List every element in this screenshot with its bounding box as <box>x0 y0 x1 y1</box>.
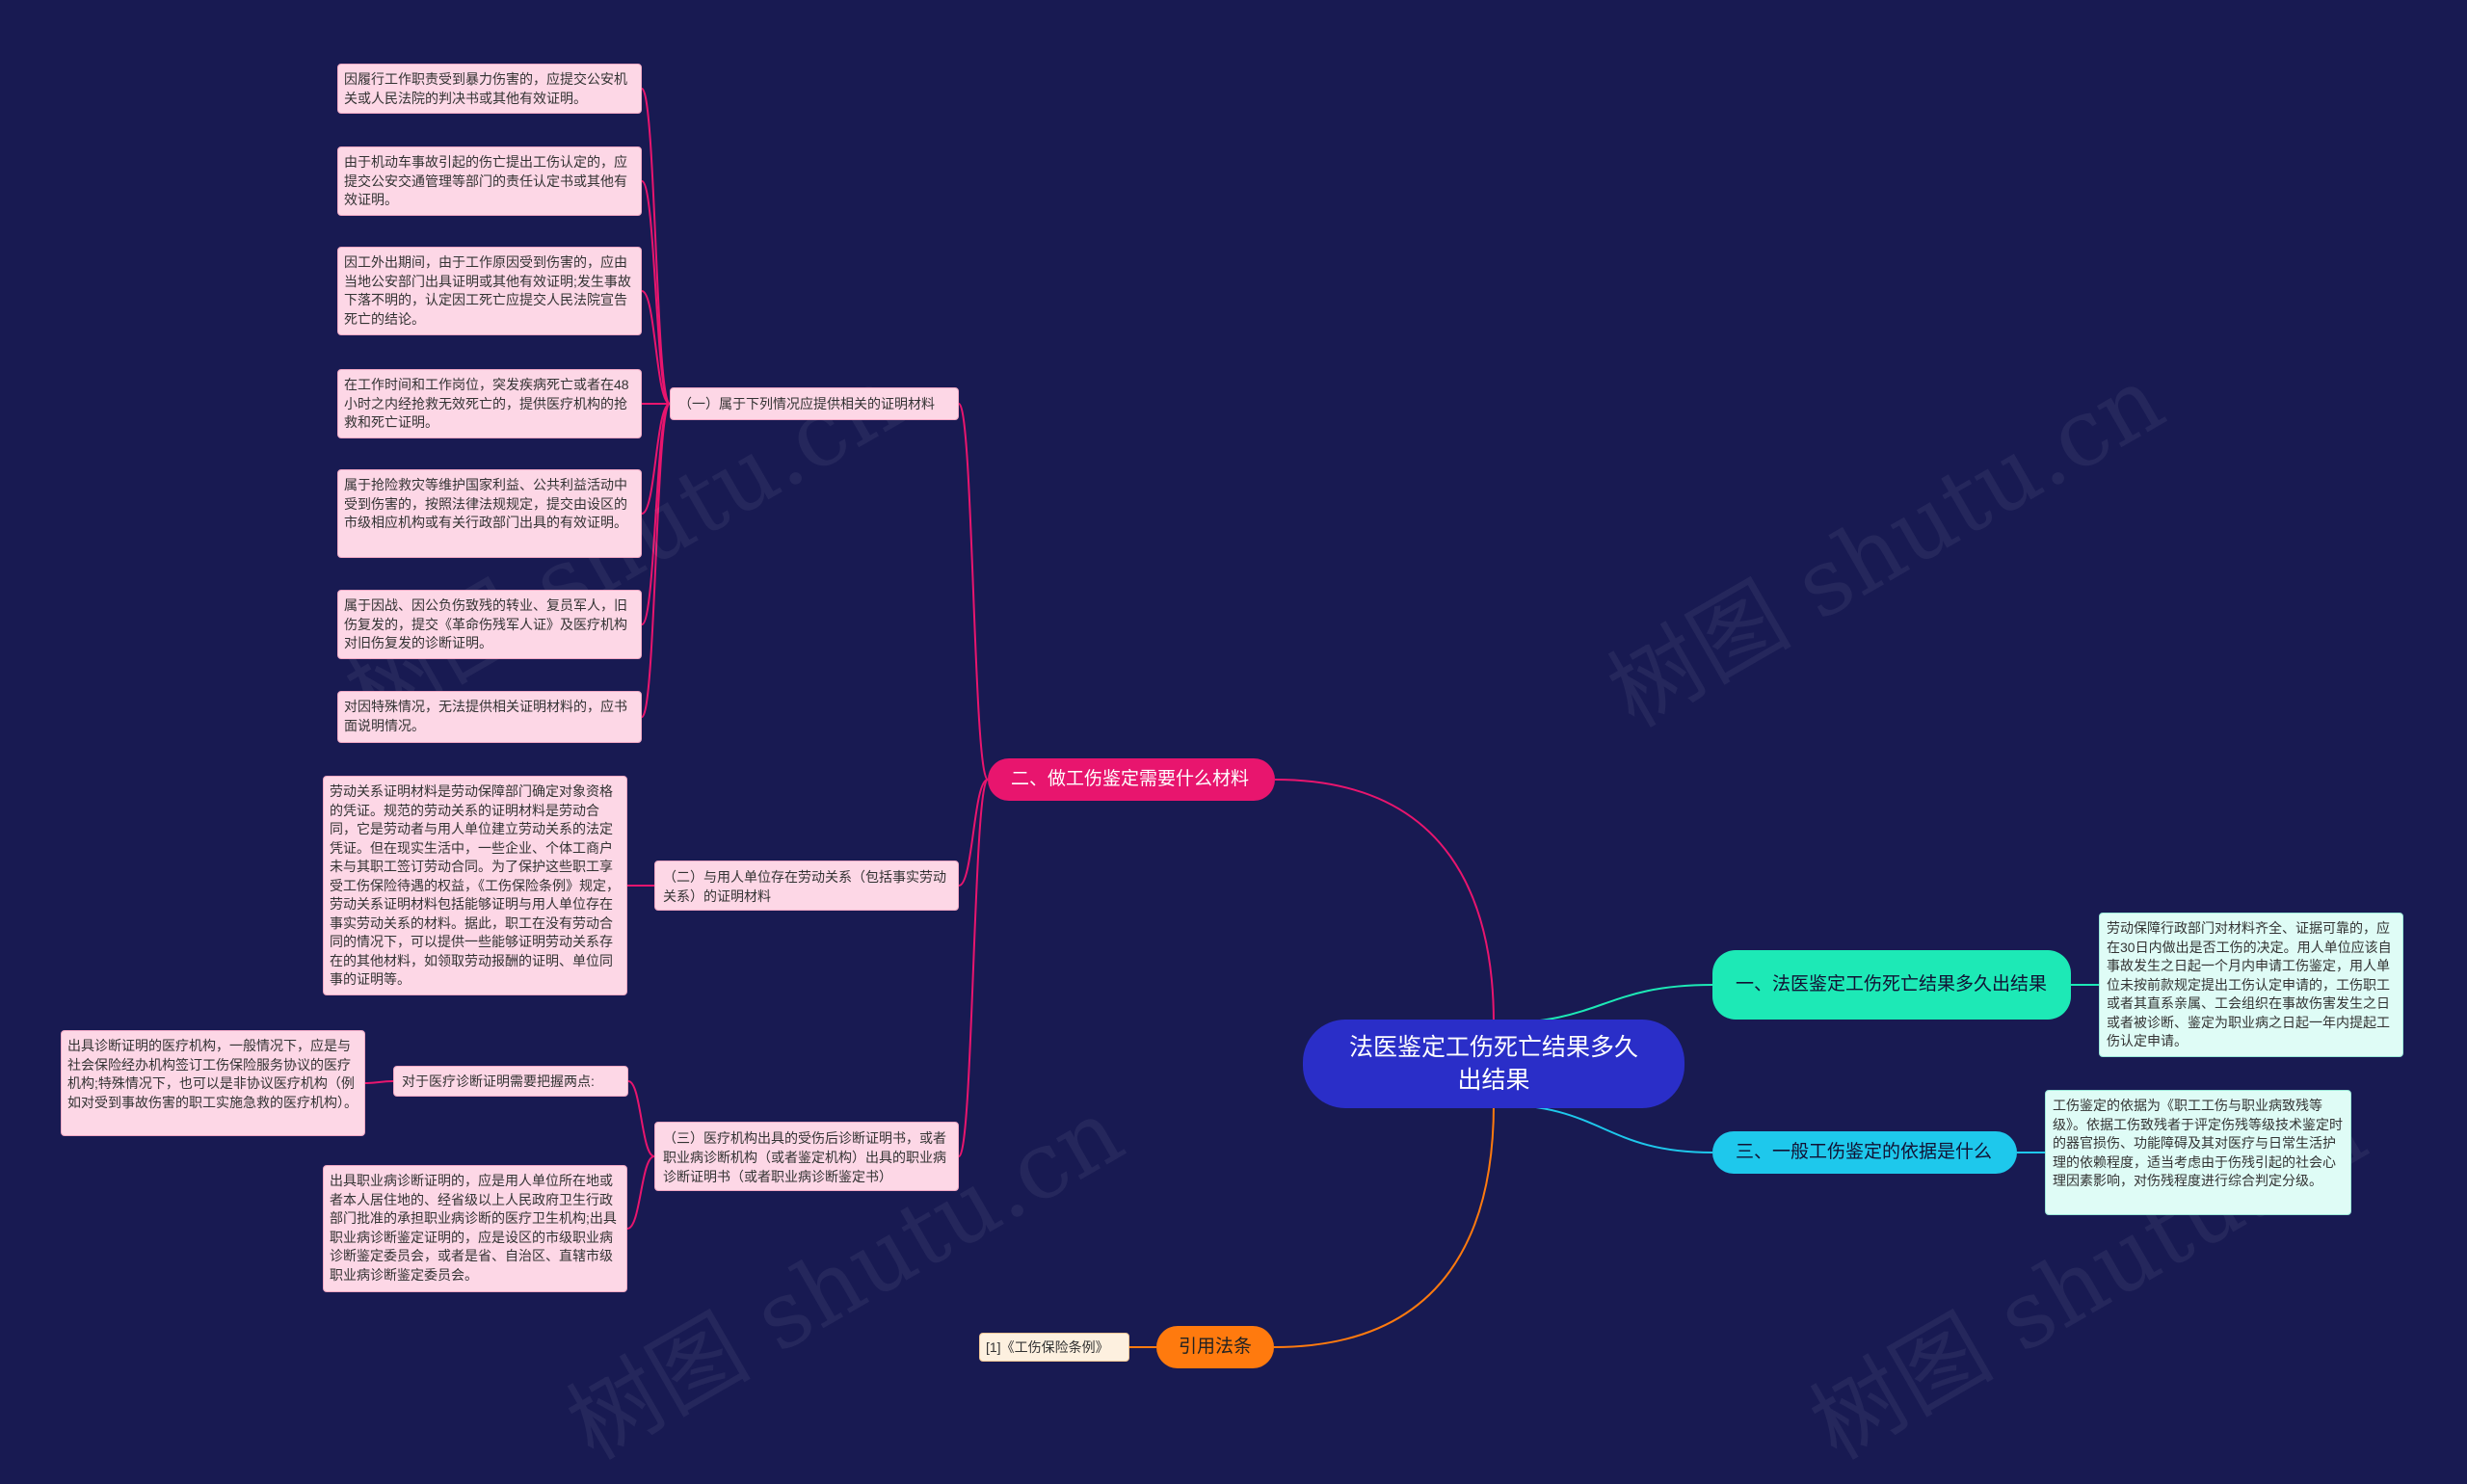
sub1-item: 因履行工作职责受到暴力伤害的，应提交公安机关或人民法院的判决书或其他有效证明。 <box>337 64 642 114</box>
occupational-disease-note: 出具职业病诊断证明的，应是用人单位所在地或者本人居住地的、经省级以上人民政府卫生… <box>323 1165 627 1292</box>
root-topic[interactable]: 法医鉴定工伤死亡结果多久出结果 <box>1303 1020 1684 1108</box>
sub1-item: 由于机动车事故引起的伤亡提出工伤认定的，应提交公安交通管理等部门的责任认定书或其… <box>337 146 642 216</box>
link-mid-note <box>364 1080 394 1084</box>
root-topic-label: 法医鉴定工伤死亡结果多久出结果 <box>1348 1034 1638 1094</box>
duration-detail-note: 劳动保障行政部门对材料齐全、证据可靠的，应在30日内做出是否工伤的决定。用人单位… <box>2099 913 2403 1057</box>
branch-duration-label: 一、法医鉴定工伤死亡结果多久出结果 <box>1736 974 2048 994</box>
sub1-item: 对因特殊情况，无法提供相关证明材料的，应书面说明情况。 <box>337 691 642 743</box>
branch-basis-label: 三、一般工伤鉴定的依据是什么 <box>1736 1142 1993 1162</box>
sub1-item: 属于因战、因公负伤致残的转业、复员军人，旧伤复发的，提交《革命伤残军人证》及医疗… <box>337 590 642 659</box>
sub2-detail-note: 劳动关系证明材料是劳动保障部门确定对象资格的凭证。规范的劳动关系的证明材料是劳动… <box>323 776 627 995</box>
link-sub1-item <box>641 180 671 405</box>
link-sub3-note <box>626 1155 655 1230</box>
materials-sub1[interactable]: （一）属于下列情况应提供相关的证明材料 <box>670 387 959 420</box>
link-root-b3 <box>1493 1103 1713 1153</box>
sub1-item: 因工外出期间，由于工作原因受到伤害的，应由当地公安部门出具证明或其他有效证明;发… <box>337 247 642 335</box>
branch-materials[interactable]: 二、做工伤鉴定需要什么材料 <box>988 758 1275 801</box>
link-root-b4 <box>1273 1103 1495 1348</box>
connector-lines <box>364 88 2099 1348</box>
link-sub1-item <box>641 403 671 718</box>
citation-item[interactable]: [1]《工伤保险条例》 <box>979 1333 1129 1362</box>
link-sub3-mid <box>627 1080 655 1157</box>
branch-basis[interactable]: 三、一般工伤鉴定的依据是什么 <box>1712 1131 2017 1174</box>
link-sub1-item <box>641 403 671 625</box>
basis-detail-note: 工伤鉴定的依据为《职工工伤与职业病致残等级》。依据工伤致残者于评定伤残等级技术鉴… <box>2045 1090 2351 1215</box>
link-b2-sub1 <box>958 403 989 781</box>
link-b2-sub2 <box>958 779 989 887</box>
materials-sub2[interactable]: （二）与用人单位存在劳动关系（包括事实劳动关系）的证明材料 <box>654 861 959 911</box>
link-root-b1 <box>1493 984 1713 1024</box>
branch-materials-label: 二、做工伤鉴定需要什么材料 <box>1011 769 1250 789</box>
sub1-item: 在工作时间和工作岗位，突发疾病死亡或者在48小时之内经抢救无效死亡的，提供医疗机… <box>337 369 642 438</box>
link-sub1-item <box>641 290 671 405</box>
link-sub1-item <box>641 88 671 405</box>
link-sub1-item <box>641 403 671 515</box>
medical-proof-note: 出具诊断证明的医疗机构，一般情况下，应是与社会保险经办机构签订工伤保险服务协议的… <box>61 1030 365 1136</box>
medical-proof-points[interactable]: 对于医疗诊断证明需要把握两点: <box>393 1066 628 1097</box>
link-b2-sub3 <box>958 779 989 1157</box>
materials-sub3[interactable]: （三）医疗机构出具的受伤后诊断证明书，或者职业病诊断机构（或者鉴定机构）出具的职… <box>654 1122 959 1191</box>
mind-map-canvas: 树图 shutu.cn 树图 shutu.cn 树图 shutu.cn 树图 s… <box>61 64 2403 1480</box>
branch-citations[interactable]: 引用法条 <box>1156 1326 1274 1368</box>
branch-citations-label: 引用法条 <box>1178 1337 1252 1357</box>
link-root-b2 <box>1274 779 1495 1024</box>
branch-duration[interactable]: 一、法医鉴定工伤死亡结果多久出结果 <box>1712 950 2071 1020</box>
sub1-item: 属于抢险救灾等维护国家利益、公共利益活动中受到伤害的，按照法律法规规定，提交由设… <box>337 469 642 558</box>
